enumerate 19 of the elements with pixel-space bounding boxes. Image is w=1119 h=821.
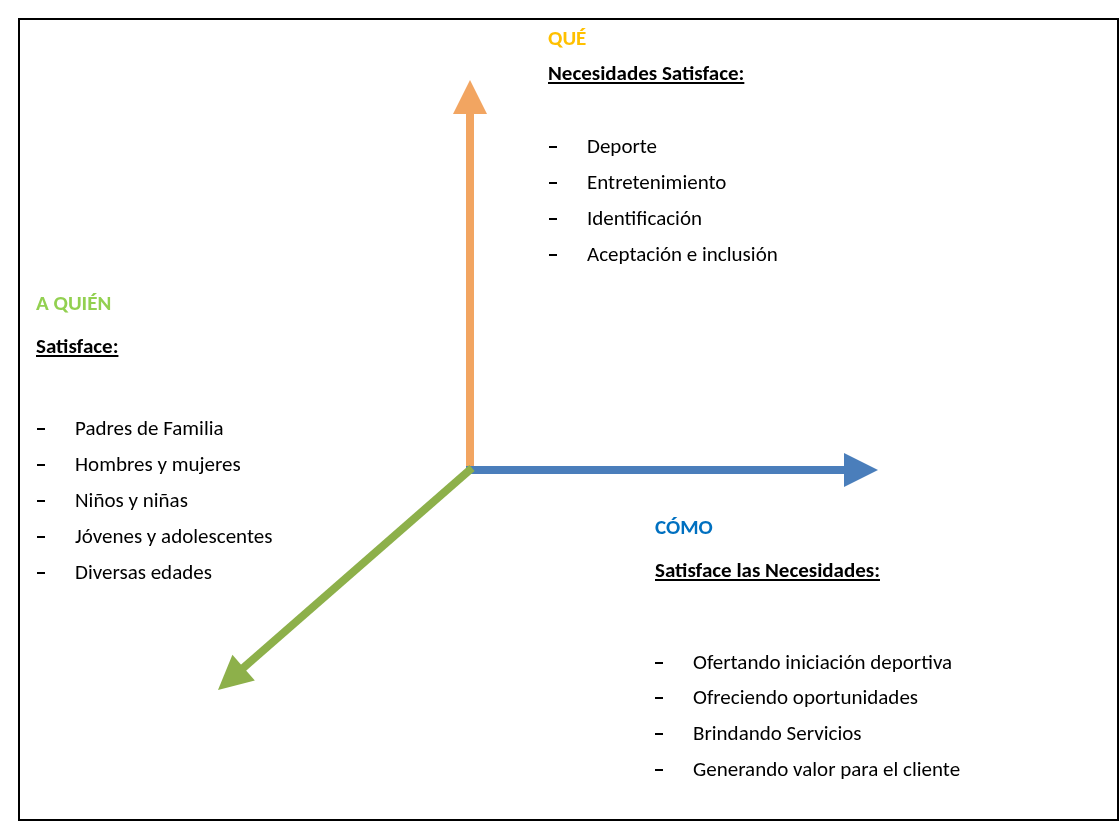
axis-heading: QUÉ: [548, 25, 587, 51]
axis-heading: A QUIÉN: [36, 290, 112, 316]
list-item: Niños y niñas: [75, 487, 188, 513]
list-item: Entretenimiento: [587, 169, 727, 195]
section-subheading: Satisface:: [36, 333, 119, 359]
list-item: Hombres y mujeres: [75, 451, 241, 477]
list-item: Ofreciendo oportunidades: [693, 684, 919, 710]
list-item: Ofertando iniciación deportiva: [693, 649, 953, 675]
list-item: Generando valor para el cliente: [693, 756, 961, 782]
list-item: Diversas edades: [75, 559, 212, 585]
section-subheading: Necesidades Satisface:: [548, 60, 745, 86]
list-item: Brindando Servicios: [693, 720, 862, 746]
list-item: Padres de Familia: [75, 415, 224, 441]
axis-heading: CÓMO: [655, 514, 713, 540]
list-item: Aceptación e inclusión: [587, 241, 778, 267]
list-item: Identificación: [587, 205, 702, 231]
list-item: Jóvenes y adolescentes: [75, 523, 273, 549]
section-subheading: Satisface las Necesidades:: [655, 557, 880, 583]
list-item: Deporte: [587, 133, 658, 159]
